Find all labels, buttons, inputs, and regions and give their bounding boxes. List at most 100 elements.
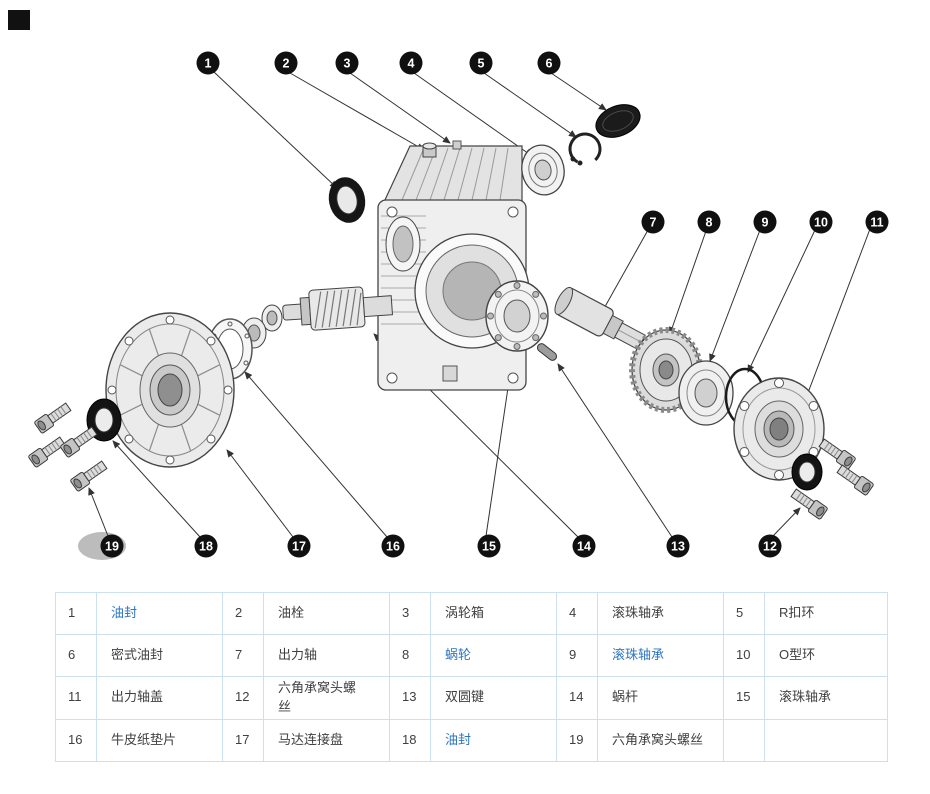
svg-text:19: 19 <box>105 540 119 554</box>
part-name: 出力轴 <box>263 634 390 677</box>
svg-text:10: 10 <box>814 216 828 230</box>
part-number: 16 <box>55 718 97 762</box>
part-oil-plug <box>422 140 462 158</box>
part-name: 双圆键 <box>430 676 557 720</box>
part-number: 7 <box>222 634 264 677</box>
part-number: 4 <box>556 592 598 635</box>
part-name <box>764 718 888 762</box>
svg-text:7: 7 <box>650 216 657 230</box>
svg-text:13: 13 <box>671 540 685 554</box>
part-number: 11 <box>55 676 97 720</box>
part-name: 油栓 <box>263 592 390 635</box>
part-number: 1 <box>55 592 97 635</box>
callout-1: 1 <box>196 51 220 75</box>
part-name: 滚珠轴承 <box>597 592 724 635</box>
callout-8: 8 <box>697 210 721 234</box>
svg-text:14: 14 <box>577 540 591 554</box>
part-ball-bearing-outer <box>678 360 734 426</box>
part-number: 13 <box>389 676 431 720</box>
svg-text:15: 15 <box>482 540 496 554</box>
part-number <box>723 718 765 762</box>
svg-text:11: 11 <box>870 216 883 230</box>
part-motor-flange <box>105 312 235 468</box>
svg-text:16: 16 <box>386 540 400 554</box>
corner-mark <box>8 10 30 30</box>
part-name: 六角承窝头螺丝 <box>597 718 724 762</box>
part-seal-cap <box>595 104 641 138</box>
callout-15: 15 <box>477 534 501 558</box>
hex-screw-icon <box>33 400 73 435</box>
callout-7: 7 <box>641 210 665 234</box>
part-name[interactable]: 蜗轮 <box>430 634 557 677</box>
part-ball-bearing-top <box>521 144 565 196</box>
part-number: 2 <box>222 592 264 635</box>
part-oil-seal-top <box>328 177 366 223</box>
svg-text:3: 3 <box>344 57 351 71</box>
svg-text:1: 1 <box>205 57 212 71</box>
callout-16: 16 <box>381 534 405 558</box>
hex-screw-icon <box>69 458 109 493</box>
part-name[interactable]: 油封 <box>96 592 223 635</box>
svg-text:5: 5 <box>478 57 485 71</box>
svg-text:2: 2 <box>283 57 290 71</box>
callout-14: 14 <box>572 534 596 558</box>
callout-9: 9 <box>753 210 777 234</box>
svg-text:6: 6 <box>546 57 553 71</box>
hex-screw-icon <box>817 436 857 471</box>
part-number: 9 <box>556 634 598 677</box>
part-output-shaft <box>554 286 646 350</box>
part-worm-shaft <box>282 286 394 331</box>
callout-13: 13 <box>666 534 690 558</box>
callout-2: 2 <box>274 51 298 75</box>
part-name: 牛皮纸垫片 <box>96 718 223 762</box>
parts-table: 1 油封 2 油栓 3 涡轮箱 4 滚珠轴承 5 R扣环 6 密式油封 7 出力… <box>55 592 888 762</box>
callout-17: 17 <box>287 534 311 558</box>
part-output-cover <box>733 377 825 481</box>
part-retaining-ring <box>568 132 602 166</box>
part-number: 15 <box>723 676 765 720</box>
part-number: 8 <box>389 634 431 677</box>
hex-screw-icon <box>789 486 829 521</box>
svg-text:8: 8 <box>706 216 713 230</box>
callout-10: 10 <box>809 210 833 234</box>
part-name: 滚珠轴承 <box>764 676 888 720</box>
part-name: 蜗杆 <box>597 676 724 720</box>
part-number: 5 <box>723 592 765 635</box>
table-row: 11 出力轴盖 12 六角承窝头螺丝 13 双圆键 14 蜗杆 15 滚珠轴承 <box>55 676 888 720</box>
hex-screw-icon <box>27 434 67 469</box>
table-row: 6 密式油封 7 出力轴 8 蜗轮 9 滚珠轴承 10 O型环 <box>55 634 888 677</box>
part-oil-seal-left <box>86 398 122 442</box>
callout-6: 6 <box>537 51 561 75</box>
part-number: 3 <box>389 592 431 635</box>
callout-4: 4 <box>399 51 423 75</box>
part-seal-ring-right <box>791 453 823 491</box>
part-name: R扣环 <box>764 592 888 635</box>
part-gearbox-housing <box>377 145 530 391</box>
svg-text:18: 18 <box>199 540 213 554</box>
part-name: 密式油封 <box>96 634 223 677</box>
svg-text:12: 12 <box>763 540 777 554</box>
table-row: 1 油封 2 油栓 3 涡轮箱 4 滚珠轴承 5 R扣环 <box>55 592 888 635</box>
part-number: 18 <box>389 718 431 762</box>
part-number: 6 <box>55 634 97 677</box>
part-name[interactable]: 油封 <box>430 718 557 762</box>
part-name: 六角承窝头螺丝 <box>263 676 390 720</box>
callout-18: 18 <box>194 534 218 558</box>
part-name[interactable]: 滚珠轴承 <box>597 634 724 677</box>
part-name: 涡轮箱 <box>430 592 557 635</box>
svg-text:17: 17 <box>292 540 306 554</box>
svg-text:4: 4 <box>408 57 415 71</box>
hex-screw-icon <box>59 424 99 459</box>
hex-screw-icon <box>835 462 875 497</box>
part-name: 出力轴盖 <box>96 676 223 720</box>
part-number: 12 <box>222 676 264 720</box>
exploded-diagram: 1 2 3 4 5 6 7 8 9 <box>8 10 889 560</box>
part-number: 19 <box>556 718 598 762</box>
callout-12: 12 <box>758 534 782 558</box>
part-key-pin <box>536 343 558 361</box>
part-ball-bearing-inner <box>485 280 549 352</box>
svg-text:9: 9 <box>762 216 769 230</box>
table-row: 16 牛皮纸垫片 17 马达连接盘 18 油封 19 六角承窝头螺丝 <box>55 718 888 762</box>
callout-3: 3 <box>335 51 359 75</box>
